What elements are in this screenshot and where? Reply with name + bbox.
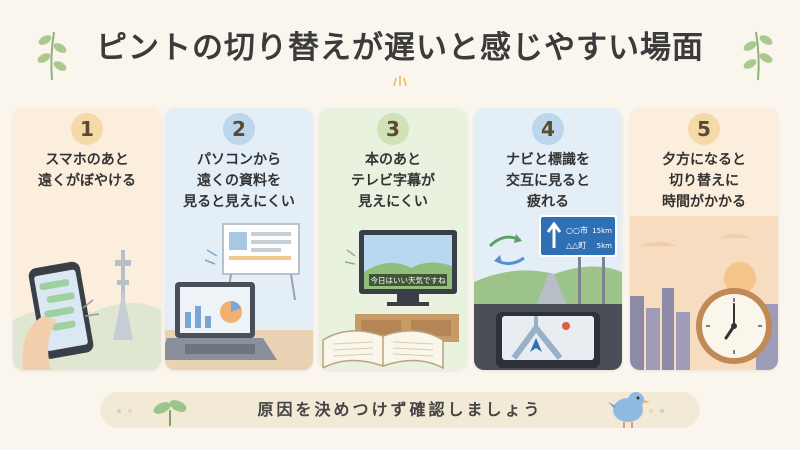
- sign-distance-2: 5km: [597, 242, 613, 250]
- card-1: 1 スマホのあと 遠くがぼやける: [13, 108, 161, 370]
- laptop-and-whiteboard-illustration: [165, 223, 313, 370]
- smartphone-and-tower-illustration: [13, 250, 161, 370]
- card-description: 夕方になると 切り替えに 時間がかかる: [662, 152, 746, 210]
- dots-left-icon: [117, 409, 132, 413]
- card-description: 本のあと テレビ字幕が 見えにくい: [351, 152, 435, 210]
- card-number: 1: [71, 113, 103, 145]
- sparkle-icon: [393, 76, 407, 87]
- sign-place-2: △△町: [566, 241, 586, 250]
- book-and-tv-illustration: 今日はいい天気ですね: [322, 230, 459, 370]
- page-title: ピントの切り替えが遅いと感じやすい場面: [96, 30, 704, 66]
- sprout-icon: [153, 400, 187, 426]
- road-sign: [539, 215, 617, 257]
- card-5: 5 夕方になると 切り替えに 時間がかかる: [630, 108, 778, 370]
- card-number: 2: [223, 113, 255, 145]
- card-2: 2 パソコンから 遠くの資料を 見ると見えにくい: [165, 108, 313, 370]
- card-number: 3: [377, 113, 409, 145]
- card-description: ナビと標識を 交互に見ると 疲れる: [506, 152, 590, 210]
- dots-right-icon: [649, 409, 664, 413]
- sign-place-1: ○○市: [566, 225, 588, 235]
- sign-distance-1: 15km: [592, 227, 612, 235]
- sunset-clock-illustration: [630, 216, 778, 370]
- bird-icon: [608, 392, 650, 428]
- leaf-sprig-left-icon: [37, 31, 67, 81]
- leaf-sprig-right-icon: [743, 31, 773, 81]
- card-3: 3 本のあと テレビ字幕が 見えにくい 今日はいい天気ですね: [319, 108, 467, 370]
- card-4: 4 ナビと標識を 交互に見ると 疲れる ○○市 15km △△町 5km: [474, 108, 622, 370]
- card-description: パソコンから 遠くの資料を 見ると見えにくい: [183, 152, 295, 210]
- card-number: 5: [688, 113, 720, 145]
- footer-message: 原因を決めつけず確認しましょう: [257, 400, 543, 419]
- tv-caption: 今日はいい天気ですね: [371, 275, 446, 285]
- card-number: 4: [532, 113, 564, 145]
- card-description: スマホのあと 遠くがぼやける: [38, 152, 136, 189]
- car-navigation-and-road-sign-illustration: ○○市 15km △△町 5km: [474, 215, 622, 370]
- footer-banner: 原因を決めつけず確認しましょう: [100, 392, 700, 428]
